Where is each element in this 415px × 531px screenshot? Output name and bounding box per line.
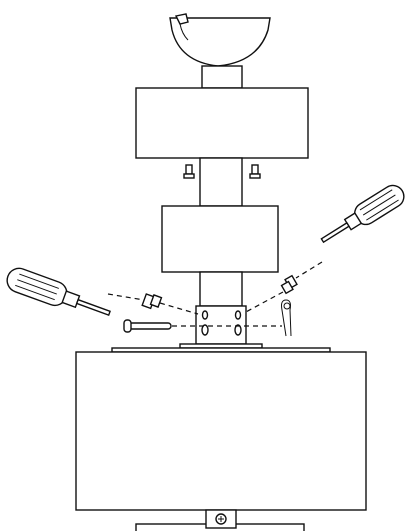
set-screw bbox=[141, 293, 199, 315]
downrod-coupling bbox=[179, 305, 263, 349]
upper-shroud bbox=[135, 87, 309, 159]
mount-screws bbox=[183, 164, 261, 179]
hairpin-clip bbox=[281, 299, 292, 337]
downrod-lower bbox=[199, 271, 243, 307]
set-screw-right bbox=[243, 274, 298, 314]
downrod-upper bbox=[199, 157, 243, 207]
hanger-ball-top bbox=[201, 65, 243, 89]
motor-housing bbox=[75, 347, 367, 531]
cross-pin bbox=[123, 319, 282, 333]
screwdriver-left bbox=[6, 267, 145, 316]
lower-screw bbox=[205, 509, 237, 529]
screwdriver-right bbox=[295, 184, 405, 279]
canopy bbox=[169, 13, 271, 67]
middle-shroud bbox=[161, 205, 279, 273]
